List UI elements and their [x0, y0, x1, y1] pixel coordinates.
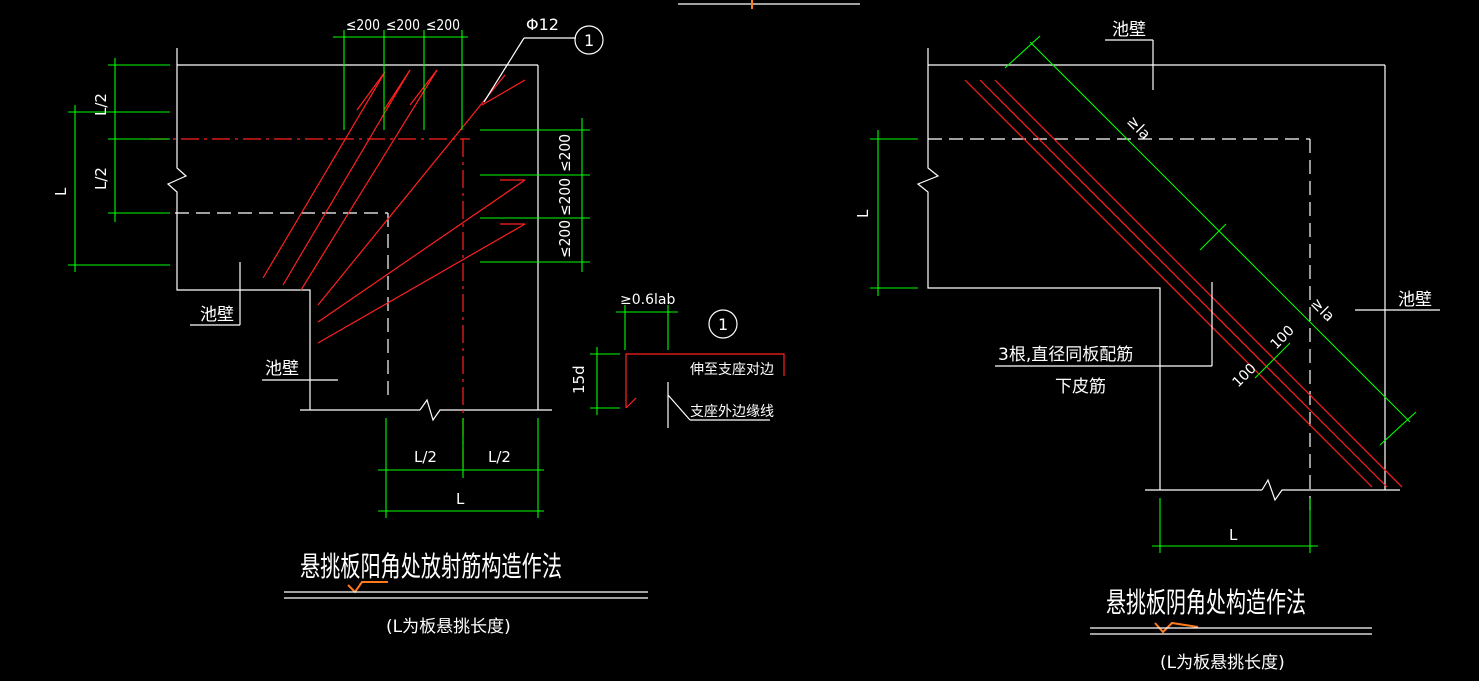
bar-callout: Φ12 1 [483, 15, 604, 103]
la-dim-2: ≥la [1307, 294, 1338, 325]
dim-left-half-bottom: L/2 [92, 167, 110, 190]
left-outline [166, 48, 552, 422]
dim-left-half-top: L/2 [92, 93, 110, 116]
anchor-dim: ≥0.6lab [620, 292, 675, 308]
right-wall-labels: 池壁 池壁 [1105, 20, 1440, 311]
right-wall-label-1: 池壁 [1112, 20, 1146, 40]
left-dashed-lines [150, 138, 470, 470]
left-detail: ≤200 ≤200 ≤200 ≤200 ≤200 ≤200 L/2 L/2 [52, 15, 648, 637]
wall-label-1: 池壁 [200, 305, 234, 325]
dim-bottom-half-right: L/2 [488, 448, 511, 466]
right-outline [916, 48, 1400, 502]
wall-label-2: 池壁 [265, 359, 299, 379]
right-lr-dimensions: L L [854, 130, 1318, 553]
left-dimension: L/2 L/2 L [52, 58, 170, 272]
right-wall-label-2: 池壁 [1398, 290, 1432, 310]
right-dashed-lines [928, 138, 1311, 510]
callout-number: 1 [584, 31, 594, 50]
right-subtitle: (L为板悬挑长度) [1160, 653, 1285, 673]
bar-detail: 1 ≥0.6lab 15d 伸至支座对边 支座外边缘线 [570, 292, 785, 428]
dim-bottom-half-left: L/2 [414, 448, 437, 466]
right-detail: ≥la ≥la 100 100 L L 池壁 池壁 3根,直径同板配 [854, 20, 1440, 673]
bar-size-label: Φ12 [526, 15, 559, 34]
wall-labels: 池壁 池壁 [190, 262, 338, 381]
radial-bars [262, 69, 526, 344]
right-dim-bottom-total: L [1229, 526, 1238, 544]
bottom-dimension: L/2 L/2 L [378, 418, 544, 518]
dim-top-2: ≤200 [386, 16, 420, 34]
top-dimension: ≤200 ≤200 ≤200 [333, 16, 468, 130]
left-subtitle: (L为板悬挑长度) [386, 617, 511, 637]
dim-right-1: ≤200 [556, 134, 574, 172]
right-title: 悬挑板阴角处构造作法 [1106, 586, 1306, 619]
dim-left-total: L [52, 187, 70, 196]
bar-detail-callout: 1 [718, 315, 728, 334]
spacing-dim-1: 100 [1230, 361, 1260, 391]
dim-right-3: ≤200 [556, 220, 574, 258]
rebar-note-1: 3根,直径同板配筋 [998, 345, 1133, 365]
dim-right-2: ≤200 [556, 178, 574, 216]
right-dimension: ≤200 ≤200 ≤200 [480, 118, 590, 272]
hook-dim: 15d [570, 365, 588, 394]
note-extend-to-far-side: 伸至支座对边 [690, 362, 774, 378]
left-title-block: 悬挑板阳角处放射筋构造作法 (L为板悬挑长度) [284, 550, 648, 637]
note-support-edge-line: 支座外边缘线 [690, 404, 774, 420]
left-title: 悬挑板阳角处放射筋构造作法 [300, 550, 562, 583]
rebar-note-2: 下皮筋 [1055, 377, 1106, 397]
corner-bars [964, 79, 1403, 488]
dim-top-1: ≤200 [346, 16, 380, 34]
spacing-dim-2: 100 [1268, 323, 1298, 353]
dim-top-3: ≤200 [426, 16, 460, 34]
right-dim-left-total: L [854, 209, 872, 218]
right-title-block: 悬挑板阴角处构造作法 (L为板悬挑长度) [1090, 586, 1372, 673]
rebar-note: 3根,直径同板配筋 下皮筋 [995, 282, 1213, 397]
dim-bottom-total: L [456, 490, 465, 508]
top-fragment [678, 0, 860, 9]
